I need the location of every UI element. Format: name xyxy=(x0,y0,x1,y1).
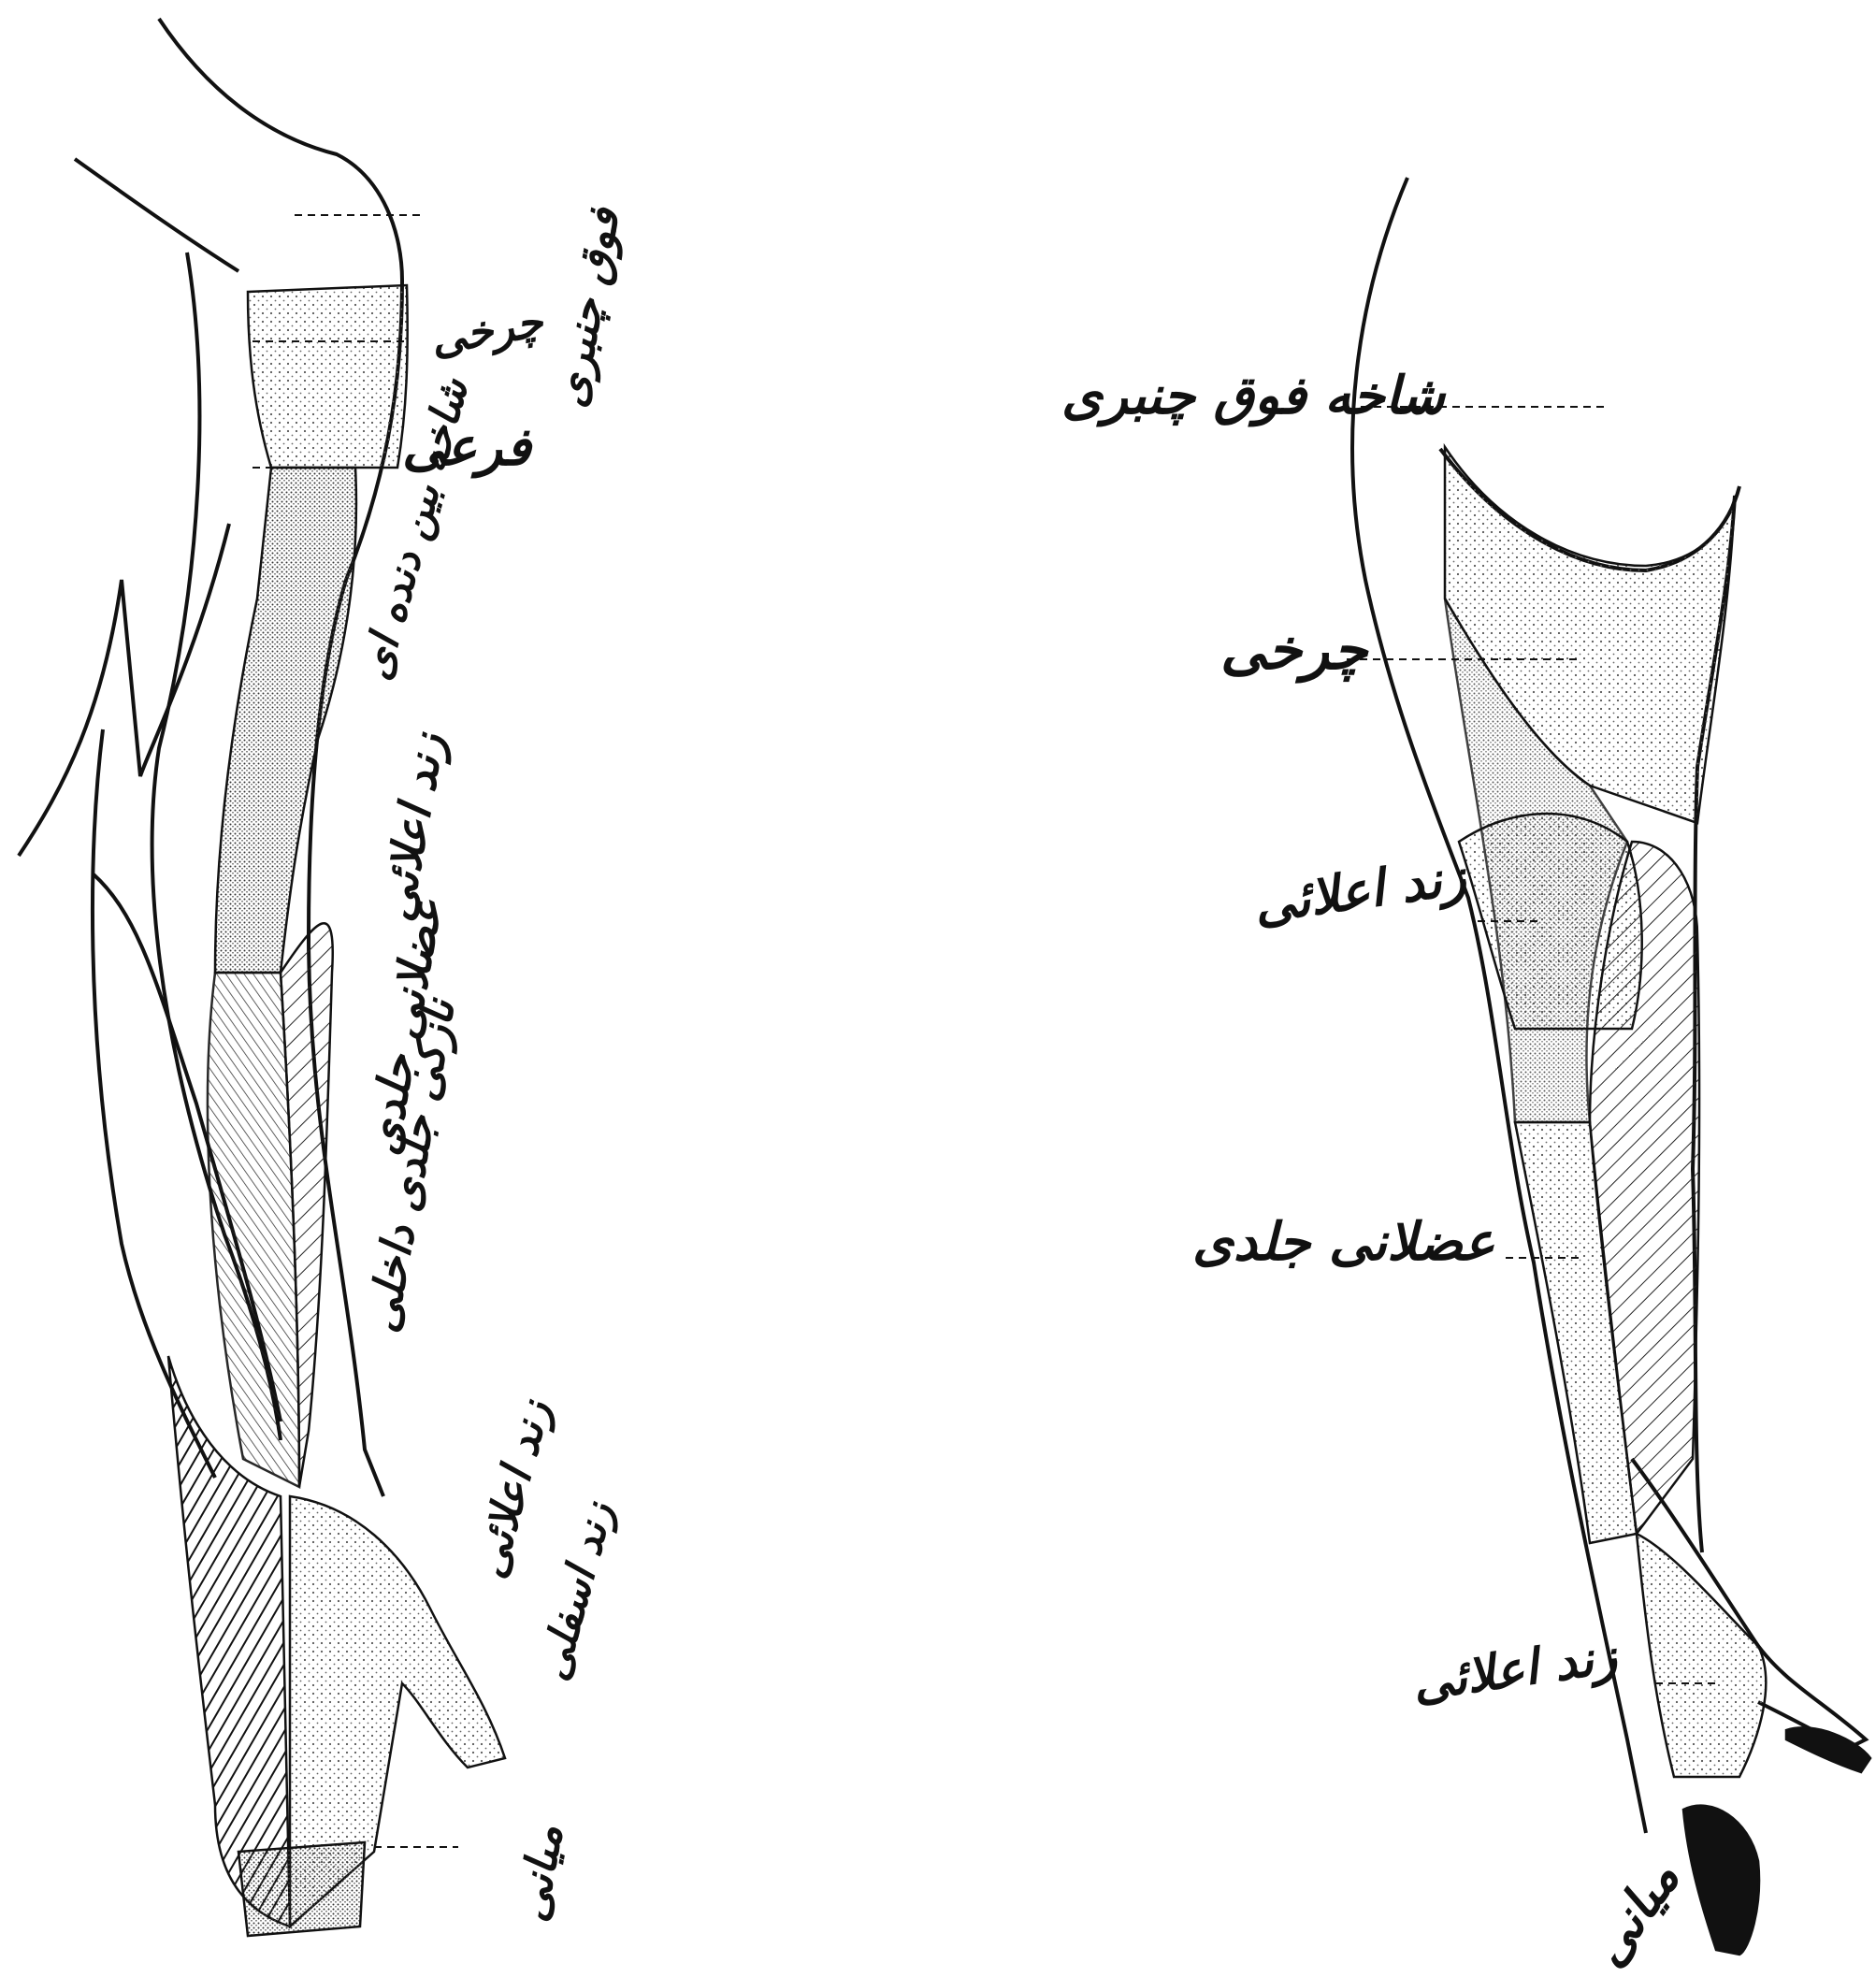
right-fingertip-median xyxy=(1683,1806,1759,1955)
label-right-musculocutaneous: عضلانی جلدی xyxy=(1192,1216,1495,1268)
left-fingertips xyxy=(238,1842,365,1936)
right-region-hand xyxy=(1637,1534,1766,1777)
left-arm-figure xyxy=(19,19,402,1496)
left-region-axillary xyxy=(248,285,408,468)
label-right-axillary: چرخی xyxy=(1220,622,1367,678)
label-right-supraclavicular: شاخه فوق چنبری xyxy=(1061,369,1445,422)
left-back-outline xyxy=(75,159,238,271)
left-arm-regions xyxy=(168,285,505,1936)
left-region-intercostobrachial xyxy=(215,468,356,973)
right-arm-regions xyxy=(1445,447,1870,1955)
left-side-contour xyxy=(19,524,229,856)
